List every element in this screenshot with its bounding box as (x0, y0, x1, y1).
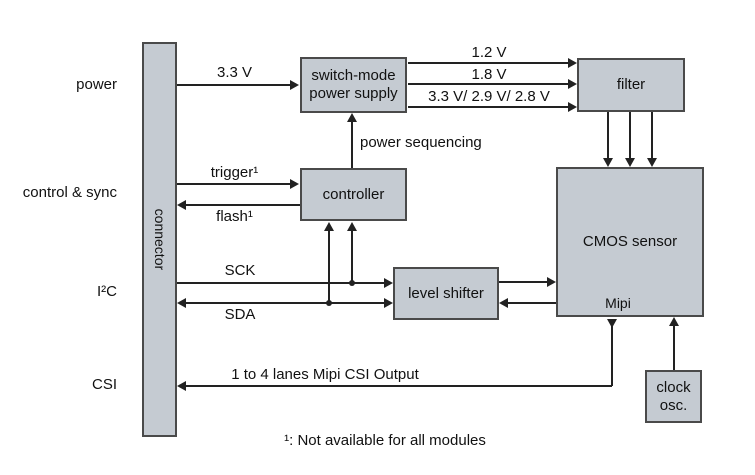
arrowhead-3v3-right (290, 80, 299, 90)
arrowhead-power-sequencing-up (347, 113, 357, 122)
cmos-sensor-block: CMOS sensor Mipi (556, 167, 704, 317)
wire-flash (184, 204, 300, 206)
filter-block: filter (577, 58, 685, 112)
arrowhead-sda-right (384, 298, 393, 308)
wire-vsel (408, 106, 568, 108)
arrowhead-filter-cmos-1-down (603, 158, 613, 167)
wire-cmos-to-levelshifter (507, 302, 556, 304)
arrowhead-filter-cmos-2-down (625, 158, 635, 167)
wire-clock-cmos (673, 326, 675, 370)
wire-trigger (177, 183, 291, 185)
controller-label: controller (322, 185, 385, 203)
arrowhead-csi-left (177, 381, 186, 391)
signal-label-1v8: 1.8 V (471, 66, 507, 83)
signal-label-power-sequencing: power sequencing (360, 134, 482, 151)
signal-label-sda: SDA (224, 306, 256, 323)
wire-sda (186, 302, 384, 304)
arrowhead-controller-sck-up (347, 222, 357, 231)
wire-controller-sda-tap (328, 231, 330, 303)
clock-osc-label-line2: osc. (659, 396, 688, 414)
bus-label-i2c: I²C (97, 283, 117, 300)
wire-filter-cmos-2 (629, 112, 631, 158)
filter-label: filter (616, 76, 646, 93)
arrowhead-controller-sda-up (324, 222, 334, 231)
signal-label-1v2: 1.2 V (471, 44, 507, 61)
wire-3v3 (177, 84, 292, 86)
arrowhead-filter-cmos-3-down (647, 158, 657, 167)
cmos-sensor-label: CMOS sensor (582, 233, 678, 250)
level-shifter-block: level shifter (393, 267, 499, 320)
arrowhead-trigger-right (290, 179, 299, 189)
arrowhead-vsel-right (568, 102, 577, 112)
smps-label-line2: power supply (309, 85, 398, 102)
clock-osc-block: clock osc. (645, 370, 702, 423)
bus-label-csi: CSI (91, 376, 117, 393)
bus-label-control-sync: control & sync (22, 184, 117, 201)
arrowhead-1v2-right (568, 58, 577, 68)
arrowhead-flash-left (177, 200, 186, 210)
wire-1v8 (408, 83, 568, 85)
smps-label-line1: switch-mode (311, 67, 396, 84)
arrowhead-1v8-right (568, 79, 577, 89)
junction-dot-sda (326, 300, 332, 306)
arrowhead-sda-left (177, 298, 186, 308)
arrowhead-mipi-down (607, 319, 617, 328)
arrowhead-to-levelshifter-left (499, 298, 508, 308)
wire-filter-cmos-1 (607, 112, 609, 158)
wire-csi-output (186, 385, 612, 387)
wire-mipi-down (611, 319, 613, 386)
wire-controller-sck-tap (351, 231, 353, 283)
mipi-port-label: Mipi (605, 295, 631, 312)
level-shifter-label: level shifter (408, 284, 484, 302)
signal-label-flash: flash¹ (216, 208, 253, 225)
signal-label-sck: SCK (224, 262, 256, 279)
arrowhead-to-cmos-right (547, 277, 556, 287)
connector-label: connector (151, 208, 168, 271)
footnote: ¹: Not available for all modules (284, 432, 486, 449)
arrowhead-sck-right (384, 278, 393, 288)
bus-label-power: power (76, 76, 117, 93)
signal-label-trigger: trigger¹ (210, 164, 259, 181)
wire-filter-cmos-3 (651, 112, 653, 158)
smps-block: switch-mode power supply (300, 57, 407, 113)
wire-power-sequencing (351, 122, 353, 168)
wire-1v2 (408, 62, 568, 64)
connector-block: connector (142, 42, 177, 437)
junction-dot-sck (349, 280, 355, 286)
signal-label-3v3: 3.3 V (216, 64, 253, 81)
clock-osc-label-line1: clock (656, 378, 691, 396)
controller-block: controller (300, 168, 407, 221)
signal-label-csi-output: 1 to 4 lanes Mipi CSI Output (231, 366, 419, 383)
signal-label-vsel: 3.3 V/ 2.9 V/ 2.8 V (428, 88, 550, 105)
arrowhead-clock-cmos-up (669, 317, 679, 326)
wire-levelshifter-to-cmos (499, 281, 548, 283)
wire-sck (177, 282, 384, 284)
